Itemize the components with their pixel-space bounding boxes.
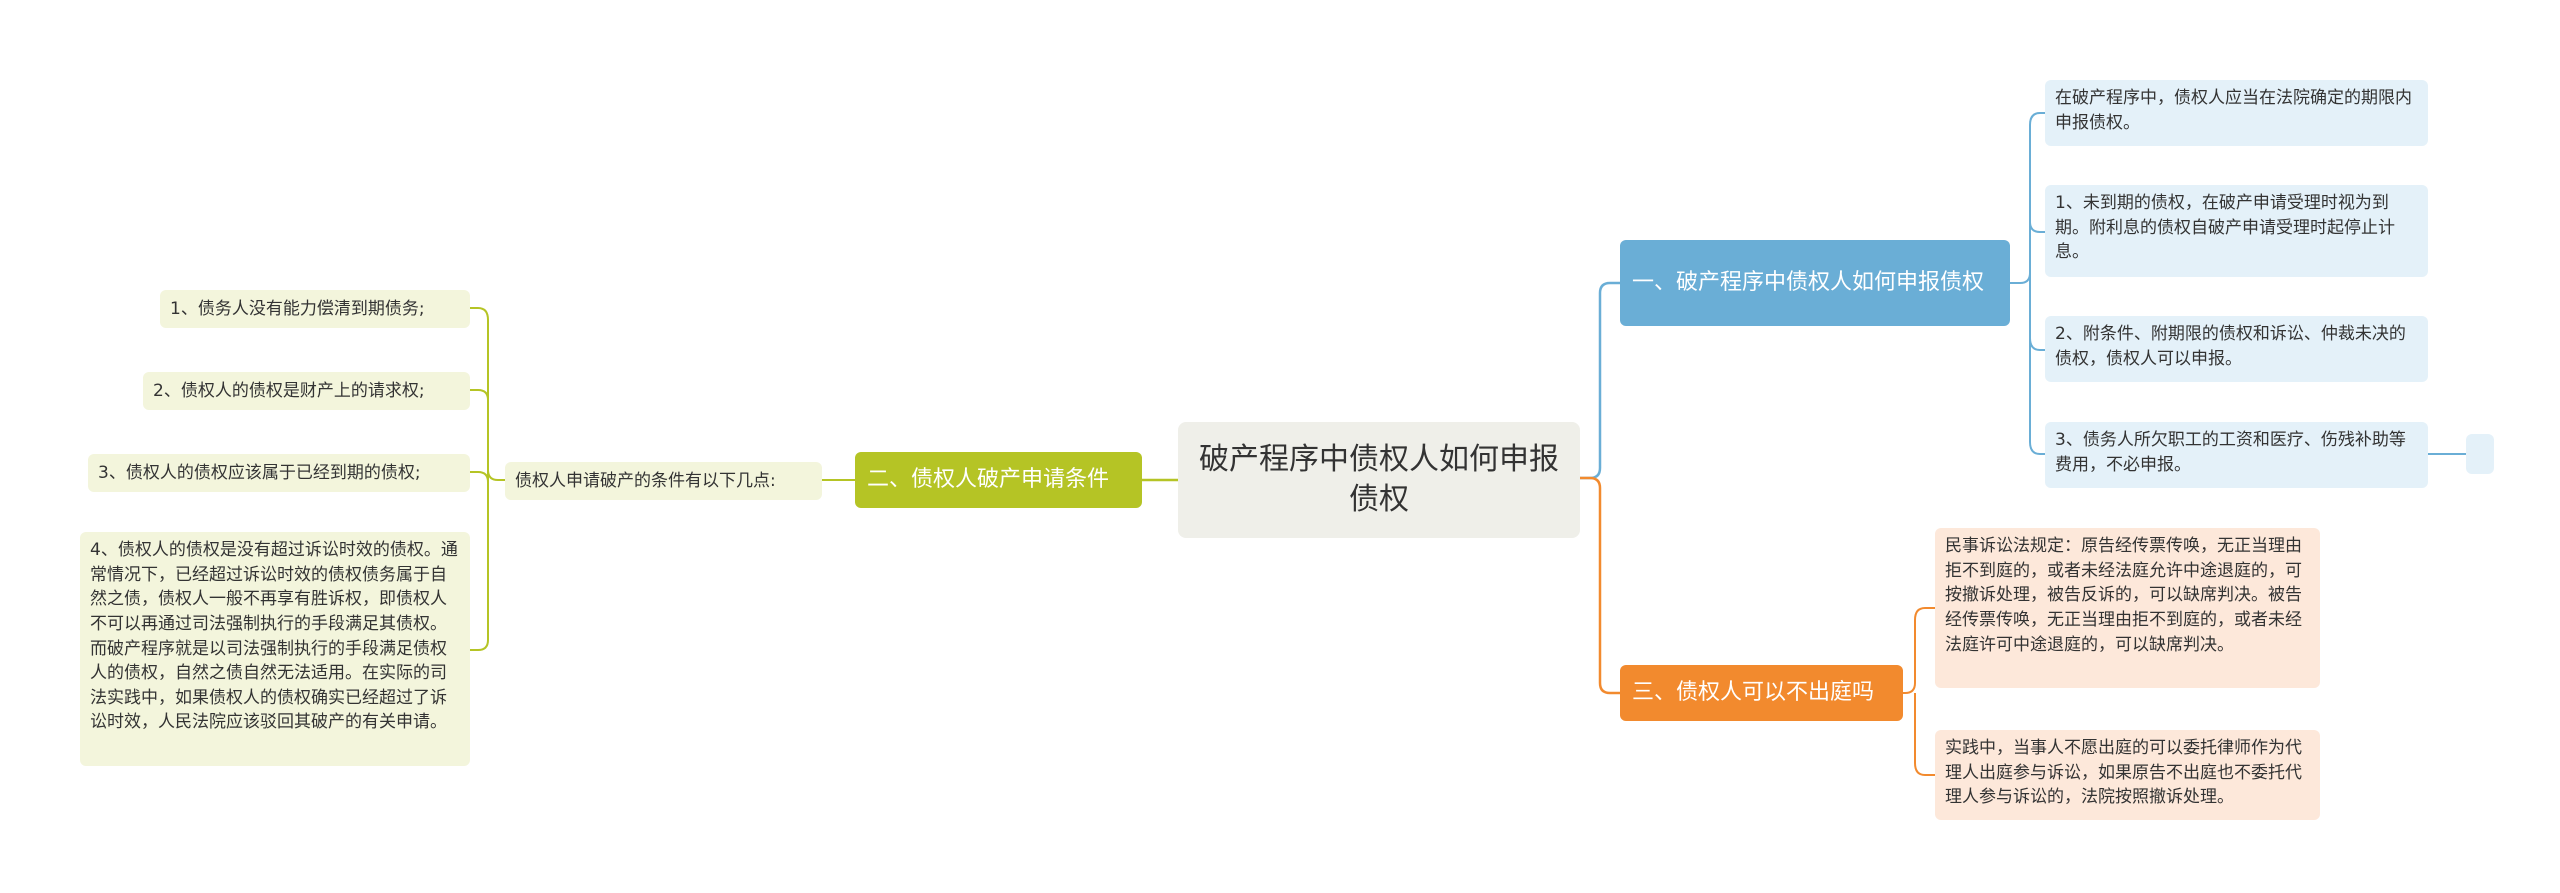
b2-leaf-matured-claim[interactable]: 3、债权人的债权应该属于已经到期的债权; [88,454,470,492]
b1-leaf-conditional[interactable]: 2、附条件、附期限的债权和诉讼、仲裁未决的债权，债权人可以申报。 [2045,316,2428,382]
connector-intro-leaves [470,307,505,651]
branch-how-to-declare-label: 一、破产程序中债权人如何申报债权 [1632,270,1985,296]
b2-leaf-unable-to-pay-text: 1、债务人没有能力偿清到期债务; [170,298,425,319]
b3-leaf-civil-procedure[interactable]: 民事诉讼法规定：原告经传票传唤，无正当理由拒不到庭的，或者未经法庭允许中途退庭的… [1935,528,2320,688]
b2-leaf-property-claim-text: 2、债权人的债权是财产上的请求权; [153,380,425,401]
b2-leaf-property-claim[interactable]: 2、债权人的债权是财产上的请求权; [143,372,470,410]
branch-application-conditions[interactable]: 二、债权人破产申请条件 [855,452,1142,508]
b2-leaf-unable-to-pay[interactable]: 1、债务人没有能力偿清到期债务; [160,290,470,328]
b1-leaf-employee-wages-text: 3、债务人所欠职工的工资和医疗、伤残补助等费用，不必申报。 [2055,430,2406,475]
branch-how-to-declare[interactable]: 一、破产程序中债权人如何申报债权 [1620,240,2010,326]
b2-intro[interactable]: 债权人申请破产的条件有以下几点: [505,462,822,500]
b1-leaf-unmatured-text: 1、未到期的债权，在破产申请受理时视为到期。附利息的债权自破产申请受理时起停止计… [2055,193,2395,263]
b2-leaf-limitation-period-text: 4、债权人的债权是没有超过诉讼时效的债权。通常情况下，已经超过诉讼时效的债权债务… [90,540,458,733]
connector-b1-leaves [2010,112,2045,455]
b2-leaf-matured-claim-text: 3、债权人的债权应该属于已经到期的债权; [98,462,421,483]
connector-b3-leaves [1903,607,1935,776]
b1-leaf-empty[interactable] [2466,434,2494,474]
center-topic-label: 破产程序中债权人如何申报债权 [1199,441,1559,518]
b3-leaf-practice[interactable]: 实践中，当事人不愿出庭的可以委托律师作为代理人出庭参与诉讼，如果原告不出庭也不委… [1935,730,2320,820]
branch-application-conditions-label: 二、债权人破产申请条件 [867,467,1110,493]
b1-leaf-deadline-text: 在破产程序中，债权人应当在法院确定的期限内申报债权。 [2055,88,2412,133]
b2-leaf-limitation-period[interactable]: 4、债权人的债权是没有超过诉讼时效的债权。通常情况下，已经超过诉讼时效的债权债务… [80,532,470,766]
b3-leaf-civil-procedure-text: 民事诉讼法规定：原告经传票传唤，无正当理由拒不到庭的，或者未经法庭允许中途退庭的… [1945,536,2302,655]
branch-no-appearance[interactable]: 三、债权人可以不出庭吗 [1620,665,1903,721]
center-topic[interactable]: 破产程序中债权人如何申报债权 [1178,422,1580,538]
connector-center-b3 [1580,476,1620,695]
branch-no-appearance-label: 三、债权人可以不出庭吗 [1632,680,1875,706]
connector-center-b1 [1580,281,1620,480]
b3-leaf-practice-text: 实践中，当事人不愿出庭的可以委托律师作为代理人出庭参与诉讼，如果原告不出庭也不委… [1945,738,2302,808]
b1-leaf-conditional-text: 2、附条件、附期限的债权和诉讼、仲裁未决的债权，债权人可以申报。 [2055,324,2406,369]
b2-intro-text: 债权人申请破产的条件有以下几点: [515,470,776,491]
b1-leaf-deadline[interactable]: 在破产程序中，债权人应当在法院确定的期限内申报债权。 [2045,80,2428,146]
b1-leaf-employee-wages[interactable]: 3、债务人所欠职工的工资和医疗、伤残补助等费用，不必申报。 [2045,422,2428,488]
b1-leaf-unmatured[interactable]: 1、未到期的债权，在破产申请受理时视为到期。附利息的债权自破产申请受理时起停止计… [2045,185,2428,277]
